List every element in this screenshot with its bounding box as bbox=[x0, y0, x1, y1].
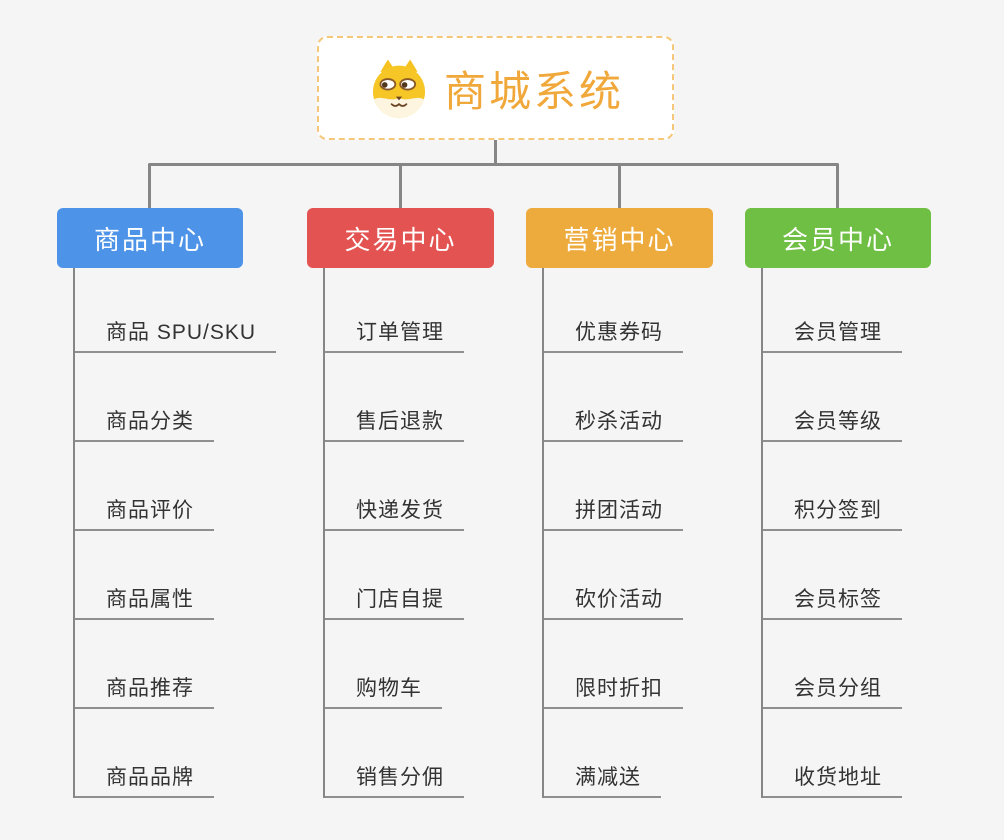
tree-item[interactable]: 商品推荐 bbox=[75, 620, 214, 709]
branch-node-product-center[interactable]: 商品中心 bbox=[57, 208, 243, 268]
tree-item[interactable]: 销售分佣 bbox=[325, 709, 464, 798]
connector-drop-member bbox=[836, 164, 839, 209]
tree-item-label: 商品评价 bbox=[106, 499, 194, 522]
tree-item[interactable]: 砍价活动 bbox=[544, 531, 683, 620]
branch-children-member: 会员管理会员等级积分签到会员标签会员分组收货地址 bbox=[761, 268, 902, 798]
connector-bus-line bbox=[148, 163, 839, 166]
tree-item-label: 快递发货 bbox=[356, 499, 444, 522]
branch-label: 交易中心 bbox=[344, 224, 457, 255]
tree-item[interactable]: 门店自提 bbox=[325, 531, 464, 620]
tree-item[interactable]: 收货地址 bbox=[763, 709, 902, 798]
tree-item[interactable]: 售后退款 bbox=[325, 353, 464, 442]
tree-item-label: 拼团活动 bbox=[575, 499, 663, 522]
tree-item-label: 商品品牌 bbox=[106, 766, 194, 789]
tree-item-label: 门店自提 bbox=[356, 588, 444, 611]
tree-item[interactable]: 商品评价 bbox=[75, 442, 214, 531]
tree-item[interactable]: 订单管理 bbox=[325, 268, 464, 353]
tree-item[interactable]: 商品分类 bbox=[75, 353, 214, 442]
branch-node-marketing-center[interactable]: 营销中心 bbox=[526, 208, 713, 268]
branch-node-member-center[interactable]: 会员中心 bbox=[745, 208, 931, 268]
tree-item-label: 购物车 bbox=[356, 677, 422, 700]
tree-item-label: 秒杀活动 bbox=[575, 410, 663, 433]
dog-face-icon bbox=[367, 57, 431, 119]
root-title: 商城系统 bbox=[443, 67, 624, 115]
branch-children-product: 商品 SPU/SKU 商品分类商品评价商品属性商品推荐商品品牌 bbox=[73, 268, 277, 798]
tree-item[interactable]: 快递发货 bbox=[325, 442, 464, 531]
tree-item[interactable]: 满减送 bbox=[544, 709, 661, 798]
tree-item-label: 会员标签 bbox=[794, 588, 882, 611]
connector-drop-product bbox=[148, 164, 151, 209]
tree-item[interactable]: 限时折扣 bbox=[544, 620, 683, 709]
tree-item-label: 收货地址 bbox=[794, 766, 882, 789]
branch-children-trade: 订单管理售后退款快递发货门店自提购物车销售分佣 bbox=[323, 268, 464, 798]
tree-item[interactable]: 会员分组 bbox=[763, 620, 902, 709]
tree-item-label: 会员分组 bbox=[794, 677, 882, 700]
tree-item-label: 订单管理 bbox=[356, 321, 444, 344]
branch-children-marketing: 优惠券码秒杀活动拼团活动砍价活动限时折扣满减送 bbox=[542, 268, 683, 798]
tree-item-label: 优惠券码 bbox=[575, 321, 663, 344]
tree-item-label: 商品 SPU/SKU bbox=[106, 321, 257, 344]
connector-root-stub bbox=[494, 140, 497, 164]
branch-label: 商品中心 bbox=[93, 224, 206, 255]
tree-item-label: 商品属性 bbox=[106, 588, 194, 611]
branch-node-trade-center[interactable]: 交易中心 bbox=[307, 208, 494, 268]
tree-item[interactable]: 积分签到 bbox=[763, 442, 902, 531]
tree-item[interactable]: 商品属性 bbox=[75, 531, 214, 620]
tree-item-label: 满减送 bbox=[575, 766, 641, 789]
tree-item-label: 限时折扣 bbox=[575, 677, 663, 700]
tree-item[interactable]: 会员标签 bbox=[763, 531, 902, 620]
connector-drop-marketing bbox=[618, 164, 621, 209]
tree-item-label: 会员等级 bbox=[794, 410, 882, 433]
tree-item-label: 销售分佣 bbox=[356, 766, 444, 789]
tree-item[interactable]: 会员等级 bbox=[763, 353, 902, 442]
tree-item[interactable]: 秒杀活动 bbox=[544, 353, 683, 442]
tree-item[interactable]: 优惠券码 bbox=[544, 268, 683, 353]
tree-item-label: 售后退款 bbox=[356, 410, 444, 433]
root-node[interactable]: 商城系统 bbox=[317, 36, 674, 140]
tree-item-label: 商品分类 bbox=[106, 410, 194, 433]
connector-drop-trade bbox=[399, 164, 402, 209]
tree-item[interactable]: 商品品牌 bbox=[75, 709, 214, 798]
branch-label: 营销中心 bbox=[563, 224, 676, 255]
branch-label: 会员中心 bbox=[781, 224, 894, 255]
tree-item-label: 商品推荐 bbox=[106, 677, 194, 700]
tree-item-label: 积分签到 bbox=[794, 499, 882, 522]
tree-item[interactable]: 拼团活动 bbox=[544, 442, 683, 531]
tree-item[interactable]: 购物车 bbox=[325, 620, 442, 709]
tree-item-label: 砍价活动 bbox=[575, 588, 663, 611]
tree-item[interactable]: 商品 SPU/SKU bbox=[75, 268, 277, 353]
tree-item-label: 会员管理 bbox=[794, 321, 882, 344]
tree-item[interactable]: 会员管理 bbox=[763, 268, 902, 353]
